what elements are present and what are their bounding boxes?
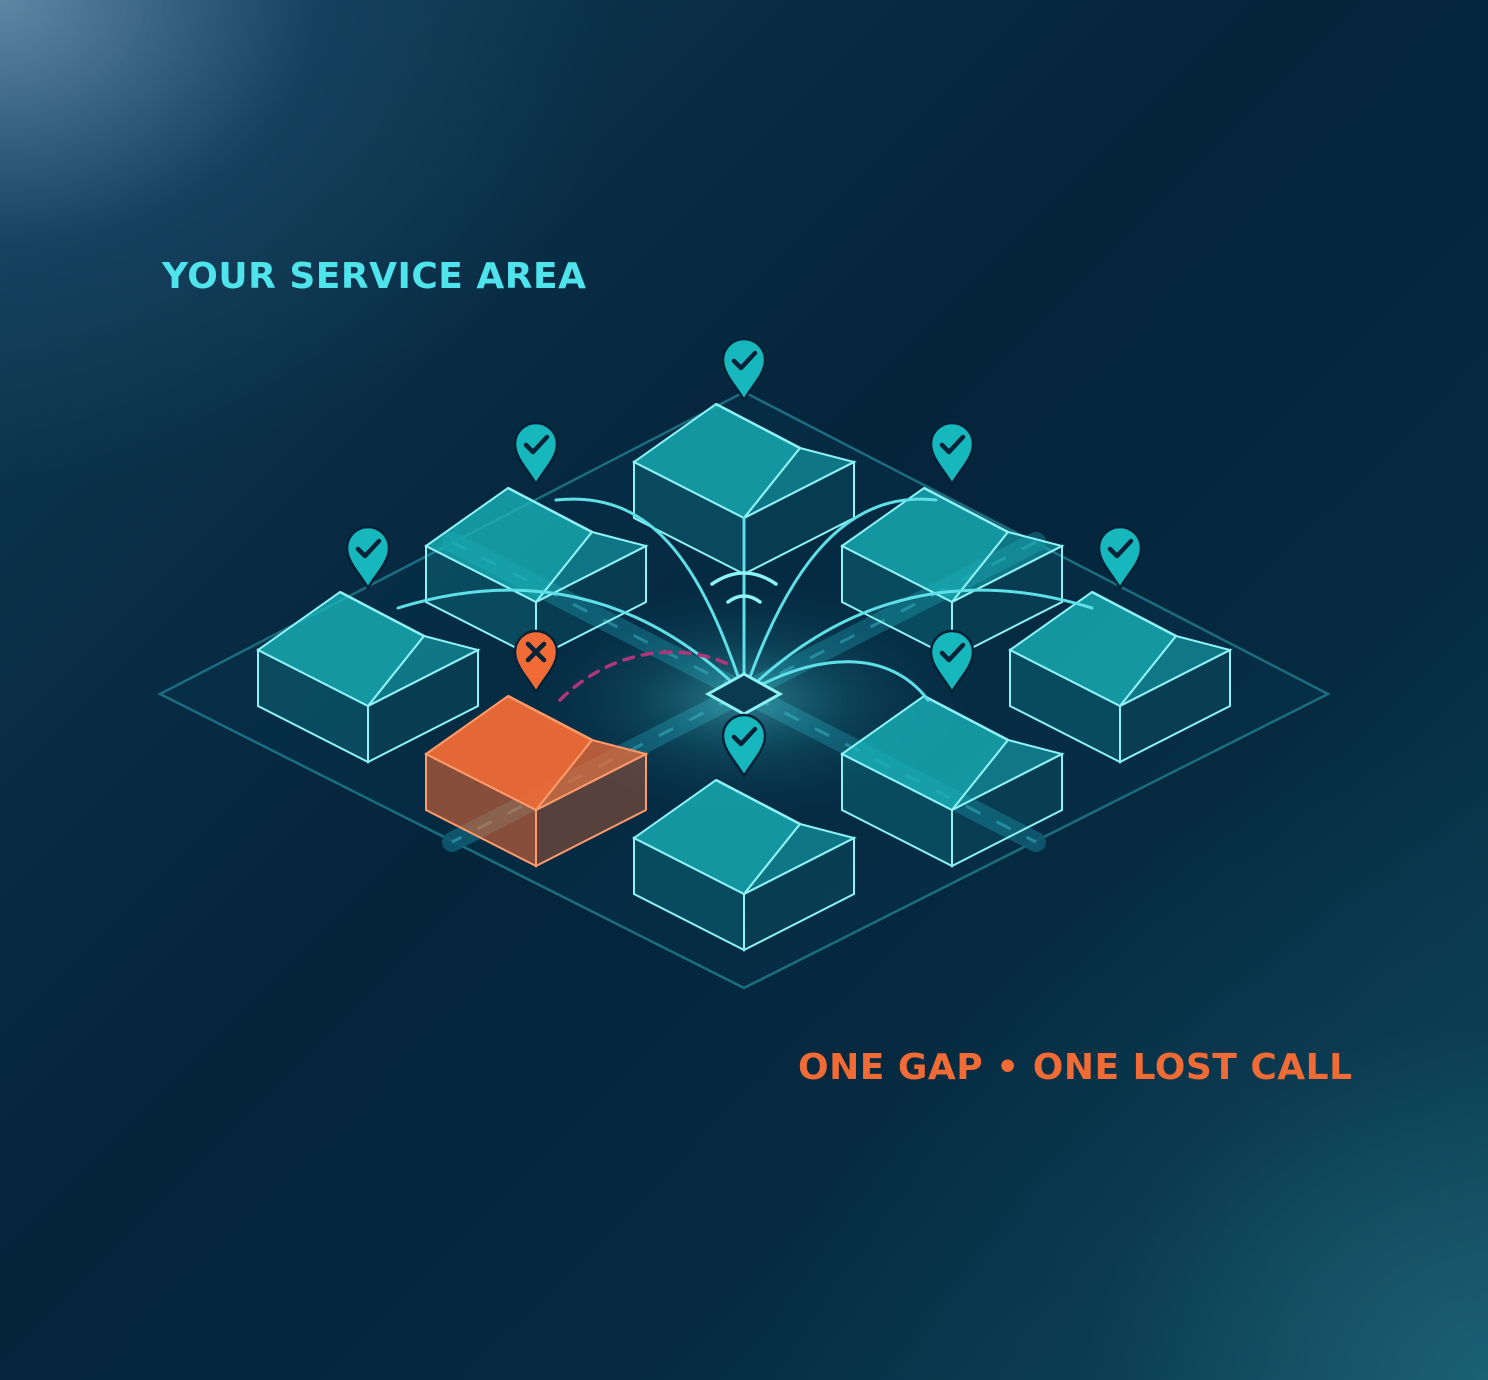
house-ridge bbox=[507, 694, 593, 742]
house-roof-right bbox=[367, 634, 481, 707]
check-mark bbox=[731, 726, 758, 747]
checkmark-pin-icon bbox=[929, 421, 975, 487]
check-mark bbox=[939, 434, 966, 455]
house-gap bbox=[424, 694, 649, 868]
house-ridge bbox=[923, 486, 1009, 534]
houses bbox=[256, 402, 1233, 952]
checkmark-pin-icon bbox=[721, 713, 767, 779]
house-roof-right bbox=[951, 738, 1065, 811]
house-covered bbox=[256, 590, 481, 764]
link-upper-right bbox=[742, 497, 938, 696]
check-mark bbox=[1107, 538, 1134, 559]
link-right bbox=[742, 588, 1094, 696]
wifi-router-icon bbox=[704, 571, 784, 716]
house-covered bbox=[632, 778, 857, 952]
house-covered bbox=[1008, 590, 1233, 764]
router-base bbox=[704, 672, 784, 716]
x-mark bbox=[525, 641, 547, 663]
house-roof-right bbox=[743, 446, 857, 519]
pin-body bbox=[513, 629, 559, 695]
check-mark bbox=[731, 350, 758, 371]
house-ridge bbox=[923, 694, 1009, 742]
house-ridge bbox=[507, 486, 593, 534]
checkmark-pin-icon bbox=[929, 629, 975, 695]
pin-body bbox=[929, 421, 975, 487]
house-covered bbox=[840, 694, 1065, 868]
wifi-wave-inner bbox=[726, 594, 762, 604]
checkmark-pin-icon bbox=[513, 421, 559, 487]
check-mark bbox=[355, 538, 382, 559]
house-ridge bbox=[1091, 590, 1177, 638]
house-ridge bbox=[339, 590, 425, 638]
house-roof-right bbox=[535, 738, 649, 811]
check-mark bbox=[523, 434, 550, 455]
x-mark-pin-icon bbox=[513, 629, 559, 695]
house-roof-right bbox=[951, 530, 1065, 603]
wifi-wave-outer bbox=[710, 571, 778, 586]
gap-warning-label: ONE GAP • ONE LOST CALL bbox=[798, 1047, 1353, 1088]
pins bbox=[345, 337, 1143, 779]
checkmark-pin-icon bbox=[345, 525, 391, 591]
failed-link bbox=[558, 650, 734, 702]
house-roof-right bbox=[1119, 634, 1233, 707]
link-inner-right bbox=[742, 660, 930, 702]
pin-body bbox=[721, 337, 767, 403]
pin-body bbox=[513, 421, 559, 487]
service-area-label: YOUR SERVICE AREA bbox=[162, 256, 587, 297]
house-roof-right bbox=[535, 530, 649, 603]
house-ridge bbox=[715, 402, 801, 450]
house-covered bbox=[632, 402, 857, 576]
link-upper-left bbox=[554, 497, 746, 696]
checkmark-pin-icon bbox=[1097, 525, 1143, 591]
checkmark-pin-icon bbox=[721, 337, 767, 403]
house-roof-right bbox=[743, 822, 857, 895]
house-ridge bbox=[715, 778, 801, 826]
check-mark bbox=[939, 642, 966, 663]
